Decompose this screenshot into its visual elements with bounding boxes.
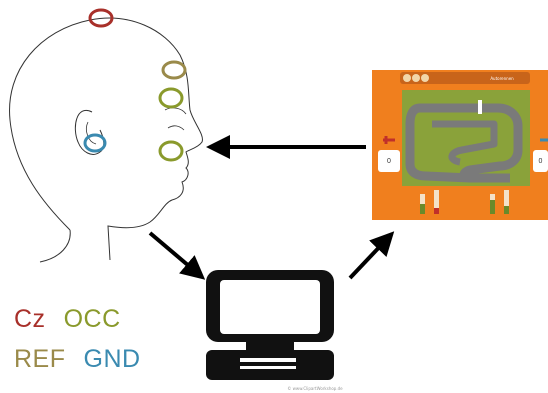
signal-level — [504, 206, 509, 214]
computer-to-game-arrow — [348, 231, 395, 280]
eye — [167, 125, 185, 131]
legend-row: REF GND — [14, 345, 159, 374]
game-header-icon-2 — [412, 74, 420, 82]
head-to-computer-arrow — [148, 231, 206, 280]
legend-cz-label: Cz — [14, 305, 46, 333]
electrode-occ-lower — [158, 140, 184, 162]
right-control-label: 0 — [538, 157, 543, 165]
race-track — [405, 103, 523, 183]
game-panel — [372, 70, 548, 220]
legend-ref-label: REF — [14, 345, 66, 373]
signal-level — [434, 208, 439, 214]
electrode-cz — [88, 8, 114, 28]
monitor-stand — [246, 342, 294, 350]
left-player-marker-icon — [383, 136, 395, 144]
drive-slot — [240, 358, 296, 362]
signal-bar — [434, 190, 439, 214]
head-illustration — [9, 17, 203, 263]
game-header-icon-3 — [421, 74, 429, 82]
signal-bars — [420, 190, 509, 214]
electrode-ref — [161, 60, 187, 80]
clipart-credit: © www.ClipartWorkshop.de — [287, 386, 343, 391]
legend-row: Cz OCC — [14, 305, 139, 334]
signal-level — [420, 204, 425, 214]
legend-occ-label: OCC — [63, 305, 121, 333]
game-title: Autorennen — [490, 76, 514, 81]
race-track-inner — [432, 120, 498, 166]
game-header-icon-1 — [403, 74, 411, 82]
signal-bar — [504, 190, 509, 214]
ear-inner — [86, 121, 97, 145]
electrode-occ-upper — [158, 87, 184, 109]
signal-level — [490, 200, 495, 214]
drive-slot — [240, 366, 296, 369]
ear-outline — [74, 109, 105, 155]
right-control-button[interactable] — [533, 150, 548, 172]
computer-base — [206, 350, 334, 380]
left-control-label: 0 — [387, 157, 391, 165]
legend-gnd-label: GND — [83, 345, 141, 373]
eye-brow — [164, 107, 187, 115]
head-outline — [9, 17, 203, 261]
neck-back — [39, 229, 71, 263]
computer-illustration — [206, 270, 334, 380]
finish-line — [478, 100, 482, 114]
monitor-screen — [220, 280, 320, 334]
electrode-gnd — [83, 133, 107, 153]
game-header-bar — [400, 72, 530, 84]
left-control-button[interactable] — [378, 150, 400, 172]
